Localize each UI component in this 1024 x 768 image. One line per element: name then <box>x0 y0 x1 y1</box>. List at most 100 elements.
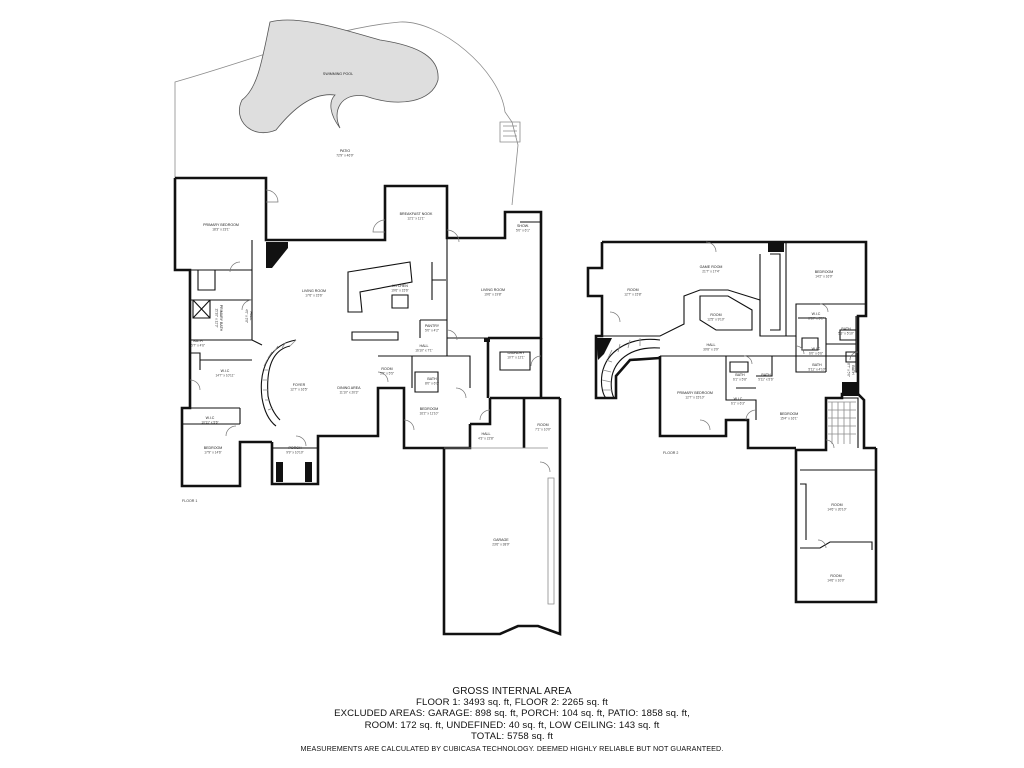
room-label-wic-1b: W.I.C10'11" x 5'6" <box>201 416 218 425</box>
room-dimensions: 5'7" x 4'6" <box>191 344 205 348</box>
room-dimensions: 72'9" x 46'9" <box>336 154 353 158</box>
summary-excluded-areas: EXCLUDED AREAS: GARAGE: 898 sq. ft, PORC… <box>334 708 690 720</box>
room-label-wic-2b: W.I.C6'0" x 6'6" <box>809 347 823 356</box>
floor-2-walls <box>586 240 878 604</box>
room-name: ROOM <box>710 313 721 317</box>
room-label-swimming-pool: SWIMMING POOL <box>323 72 353 76</box>
pool-stair <box>499 121 521 143</box>
room-name: BATH <box>841 327 851 331</box>
swimming-pool-shape <box>239 19 439 133</box>
room-name: W.I.C <box>206 416 215 420</box>
summary-floor-areas: FLOOR 1: 3493 sq. ft, FLOOR 2: 2265 sq. … <box>416 697 608 709</box>
room-dimensions: 14'2" x 16'9" <box>815 275 832 279</box>
room-dimensions: 7'1" x 10'0" <box>535 428 551 432</box>
room-name: HALL <box>249 312 253 321</box>
room-name: FOYER <box>293 383 306 387</box>
room-label-wic-2a: W.I.C6'10" x 5'1" <box>808 312 824 321</box>
floor-1-doors <box>189 189 551 473</box>
room-name: PORCH <box>289 446 302 450</box>
summary-excluded-areas-cont: ROOM: 172 sq. ft, UNDEFINED: 40 sq. ft, … <box>364 719 660 731</box>
room-dimensions: 10'11" x 5'6" <box>201 421 218 425</box>
room-dimensions: 12'1" x 11'1" <box>407 217 424 221</box>
room-dimensions: 21'7" x 17'4" <box>702 270 719 274</box>
room-name: BEDROOM <box>815 270 834 274</box>
room-label-shower: SHOW.5'0" x 6'1" <box>516 224 530 233</box>
room-dimensions: 16'2" x 11'10" <box>419 412 438 416</box>
room-dimensions: 8'7" x 5'6" <box>846 363 850 377</box>
summary-heading: GROSS INTERNAL AREA <box>452 686 572 697</box>
room-label-wic-2c: W.I.C6'1" x 6'3" <box>731 397 745 406</box>
room-dimensions: 14'7" x 10'11" <box>215 374 234 378</box>
room-dimensions: 30'8" x 3'9" <box>703 348 719 352</box>
room-dimensions: 12'7" x 15'8" <box>624 293 641 297</box>
room-dimensions: 6'1" x 5'8" <box>733 378 747 382</box>
room-dimensions: 15'10" x 12'9" <box>214 308 218 327</box>
room-name: ROOM <box>831 503 842 507</box>
room-name: BEDROOM <box>204 446 223 450</box>
room-name: W.I.C <box>812 347 821 351</box>
room-dimensions: 5'8" x 5'5" <box>380 372 394 376</box>
room-label-wic-1a: W.I.C14'7" x 10'11" <box>215 369 234 378</box>
room-dimensions: 8'0" x 6'0" <box>425 382 439 386</box>
room-name: LAUNDRY <box>507 351 525 355</box>
room-name: ROOM <box>381 367 392 371</box>
room-name: W.I.C <box>221 369 230 373</box>
room-name: BATH <box>761 373 771 377</box>
room-dimensions: 15'4" x 16'1" <box>780 417 797 421</box>
room-name: PRIMARY BATH <box>219 305 223 332</box>
floor-2-doors <box>609 241 859 549</box>
room-name: HALL <box>482 432 491 436</box>
room-name: KITCHEN <box>392 284 408 288</box>
room-name: SWIMMING POOL <box>323 72 353 76</box>
room-dimensions: 19'6" x 19'8" <box>484 293 501 297</box>
room-name: ROOM <box>830 574 841 578</box>
room-dimensions: 5'11" x 4'10" <box>808 368 825 372</box>
room-name: LIVING ROOM <box>302 289 326 293</box>
patio-outline <box>174 21 519 206</box>
room-name: W.I.C <box>812 312 821 316</box>
room-dimensions: 18'3" x 23'1" <box>212 228 229 232</box>
room-name: BEDROOM <box>420 407 439 411</box>
room-name: HALL <box>707 343 716 347</box>
room-dimensions: 12'7" x 16'5" <box>290 388 307 392</box>
room-name: DINING AREA <box>337 386 361 390</box>
room-dimensions: 5'11" x 5'6" <box>758 378 773 382</box>
room-dimensions: 17'6" x 15'6" <box>305 294 322 298</box>
room-name: BREAKFAST NOOK <box>400 212 433 216</box>
room-dimensions: 23'6" x 38'9" <box>492 543 509 547</box>
room-name: LIVING ROOM <box>481 288 505 292</box>
room-dimensions: 5'0" x 6'1" <box>516 229 530 233</box>
room-name: HALL <box>420 344 429 348</box>
room-name: BATH <box>735 373 745 377</box>
room-dimensions: 6'1" x 6'3" <box>731 402 745 406</box>
summary-disclaimer: MEASUREMENTS ARE CALCULATED BY CUBICASA … <box>300 744 724 754</box>
room-dimensions: 5'0" x 4'2" <box>425 329 439 333</box>
room-dimensions: 11'10" x 20'3" <box>339 391 358 395</box>
room-dimensions: 6'0" x 6'6" <box>809 352 823 356</box>
room-dimensions: 9'9" x 10'10" <box>286 451 303 455</box>
room-name: PATIO <box>340 149 350 153</box>
room-name: SHOW. <box>517 224 529 228</box>
